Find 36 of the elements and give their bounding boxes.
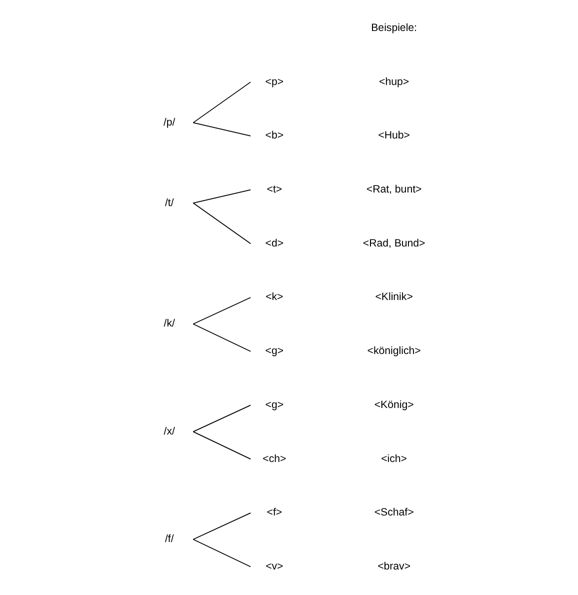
label: <ich> <box>381 452 408 465</box>
connector <box>192 122 252 136</box>
node-text: <t> <box>266 184 282 196</box>
label: <Klinik> <box>375 291 413 304</box>
connector <box>192 189 252 204</box>
node-text: <v> <box>266 560 284 573</box>
node-text: <f> <box>266 506 282 519</box>
connector <box>192 202 252 244</box>
connector <box>192 404 252 432</box>
connector <box>192 297 252 324</box>
connector <box>192 82 252 124</box>
connector <box>192 431 252 460</box>
node-text: <d> <box>265 237 284 250</box>
node-text: /p/ <box>163 116 176 128</box>
node-text: <k> <box>266 291 284 304</box>
node-text: /x/ <box>164 425 175 438</box>
connector <box>192 512 252 540</box>
node-text: /f/ <box>164 533 174 546</box>
label: <König> <box>374 398 414 411</box>
node-text: <g> <box>265 398 284 411</box>
label: <Rad, Bund> <box>362 237 426 250</box>
connector <box>192 324 252 352</box>
node-text: <ch> <box>262 452 286 465</box>
node-text: <p> <box>265 76 284 88</box>
label: <brav> <box>378 560 411 573</box>
label: <königlich> <box>367 345 421 358</box>
label: <Hub> <box>378 130 410 142</box>
node-text: /k/ <box>164 318 175 330</box>
node-text: /t/ <box>164 196 174 209</box>
label: <Schaf> <box>374 506 414 519</box>
node-text: <g> <box>265 345 284 358</box>
label: <hup> <box>379 76 410 88</box>
node-text: <b> <box>265 130 284 142</box>
label: <Rat, bunt> <box>366 184 422 196</box>
label: Beispiele: <box>371 22 417 34</box>
connector <box>192 538 252 568</box>
